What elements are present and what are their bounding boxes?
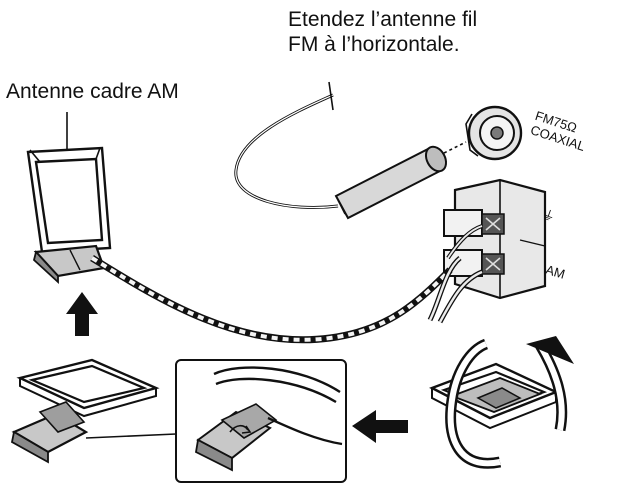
am-loop-antenna-folded [429,336,574,469]
am-terminal-block [443,178,547,300]
detail-inset [175,359,347,483]
fm-instruction-line-1: Etendez l’antenne fil [288,8,478,31]
am-twisted-cable [90,224,484,344]
am-loop-antenna [26,112,112,285]
fm-coax-plug [334,141,467,220]
fm-wire-antenna [234,81,523,220]
arrow-up-icon [66,292,98,336]
fm75-coaxial-socket [465,105,523,161]
fm-antenna-instruction: Etendez l’antenne fil FM à l’horizontale… [288,8,477,58]
fm-wire [234,93,339,209]
fm-instruction-line-2: FM à l’horizontale. [288,32,460,56]
rotate-arrow-icon [445,336,574,469]
am-loop-antenna-flat [10,358,177,464]
arrow-left-icon [352,410,408,443]
am-loop-antenna-label: Antenne cadre AM [6,80,179,103]
